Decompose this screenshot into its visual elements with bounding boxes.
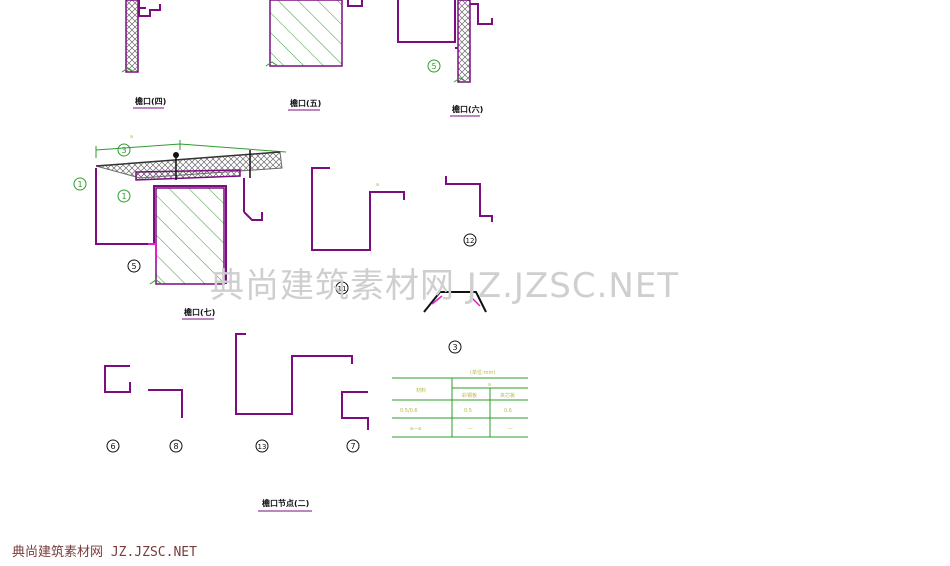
flashing-profile	[455, 3, 493, 49]
detail-title: 檐口(六)	[452, 104, 483, 114]
detail-marker-label: 1	[77, 180, 82, 189]
detail-eave-2-title: 檐口节点(二)	[258, 498, 312, 512]
profile-6: 6	[104, 365, 131, 453]
table-cell: —	[508, 426, 513, 432]
detail-marker-label: 8	[173, 442, 178, 451]
detail-marker	[335, 281, 349, 295]
flashing-profile	[235, 333, 353, 415]
detail-eave-7: a 3 1 1 5 檐口(七)	[73, 134, 287, 320]
flashing-profile	[104, 365, 131, 393]
dim-text: a	[130, 134, 133, 140]
detail-marker	[127, 259, 141, 273]
detail-title: 檐口(四)	[135, 96, 166, 106]
detail-eave-5: 檐口(五)	[265, 0, 363, 111]
parapet-profile	[397, 0, 456, 43]
profile-3-ridge: 3	[423, 291, 487, 354]
table-cell: 0.6	[504, 408, 512, 414]
detail-eave-6: 5 檐口(六)	[397, 0, 493, 117]
table-col-b: 夹芯板	[500, 392, 515, 399]
table-row-2: 0.5/0.6	[400, 408, 418, 414]
ground-break	[453, 77, 467, 83]
detail-eave-4: 檐口(四)	[121, 0, 166, 109]
detail-marker	[427, 59, 441, 73]
detail-marker	[463, 233, 477, 247]
detail-title: 檐口(七)	[184, 307, 215, 317]
ground-break	[265, 61, 279, 67]
detail-marker	[106, 439, 120, 453]
table-cell: 0.5	[464, 408, 472, 414]
flashing-profile	[311, 167, 405, 251]
table-cell: —	[468, 426, 473, 432]
table-col-group: a	[488, 382, 491, 388]
detail-marker-label: 5	[431, 62, 436, 71]
concrete-beam-hatched	[269, 0, 343, 67]
roof-dimension-line	[95, 140, 287, 158]
ground-break	[121, 67, 135, 73]
detail-marker	[255, 439, 269, 453]
flashing-profile	[445, 176, 493, 222]
wall-panel-insulation	[125, 0, 139, 73]
fastener	[175, 150, 251, 180]
detail-marker-label: 7	[350, 442, 355, 451]
flashing-profile	[341, 391, 369, 430]
inner-flashing	[135, 169, 241, 181]
flashing-profile	[347, 0, 363, 7]
profile-11: a 11	[311, 167, 405, 295]
drip-edge	[243, 178, 263, 221]
fastener-head	[173, 152, 179, 158]
detail-marker	[346, 439, 360, 453]
dim-text: a	[376, 182, 379, 188]
detail-marker-label: 3	[452, 343, 457, 352]
detail-marker-label: 13	[258, 443, 267, 451]
gutter-body	[95, 168, 227, 284]
detail-marker-label: 5	[131, 262, 136, 271]
detail-marker	[169, 439, 183, 453]
table-header: (单位:mm)	[470, 369, 495, 376]
profile-13: 13	[235, 333, 353, 453]
ridge-accent	[431, 295, 481, 307]
ridge-profile	[423, 291, 487, 313]
concrete-column-hatched	[155, 187, 225, 285]
watermark-center: 典尚建筑素材网 JZ.JZSC.NET	[210, 266, 680, 306]
highlight-seal	[148, 243, 157, 262]
detail-title: 檐口(五)	[290, 98, 321, 108]
detail-marker-label: 1	[121, 192, 126, 201]
detail-marker	[448, 340, 462, 354]
detail-marker-label: 11	[338, 285, 347, 293]
flashing-profile	[148, 389, 183, 418]
detail-marker-label: 6	[110, 442, 115, 451]
table-col-a: 彩钢板	[462, 392, 477, 399]
profile-7: 7	[341, 391, 369, 453]
gutter-profile	[138, 0, 161, 17]
wall-panel-insulation	[457, 0, 471, 83]
detail-marker-label: 12	[466, 237, 475, 245]
detail-marker	[73, 177, 87, 191]
table-grid	[392, 377, 528, 438]
detail-marker	[117, 143, 131, 157]
profile-8: 8	[148, 389, 183, 453]
table-row-label: 材料	[416, 387, 426, 394]
watermark-corner: 典尚建筑素材网 JZ.JZSC.NET	[12, 545, 197, 560]
table-row-3: a—a	[410, 426, 421, 432]
detail-marker-label: 3	[121, 146, 126, 155]
detail-marker	[117, 189, 131, 203]
spec-table: (单位:mm) a 材料 彩钢板 夹芯板 0.5/0.6 0.5 0.6 a—a…	[392, 369, 528, 438]
ground-break	[149, 279, 163, 285]
profile-12: 12	[445, 176, 493, 247]
detail-title: 檐口节点(二)	[262, 498, 309, 508]
